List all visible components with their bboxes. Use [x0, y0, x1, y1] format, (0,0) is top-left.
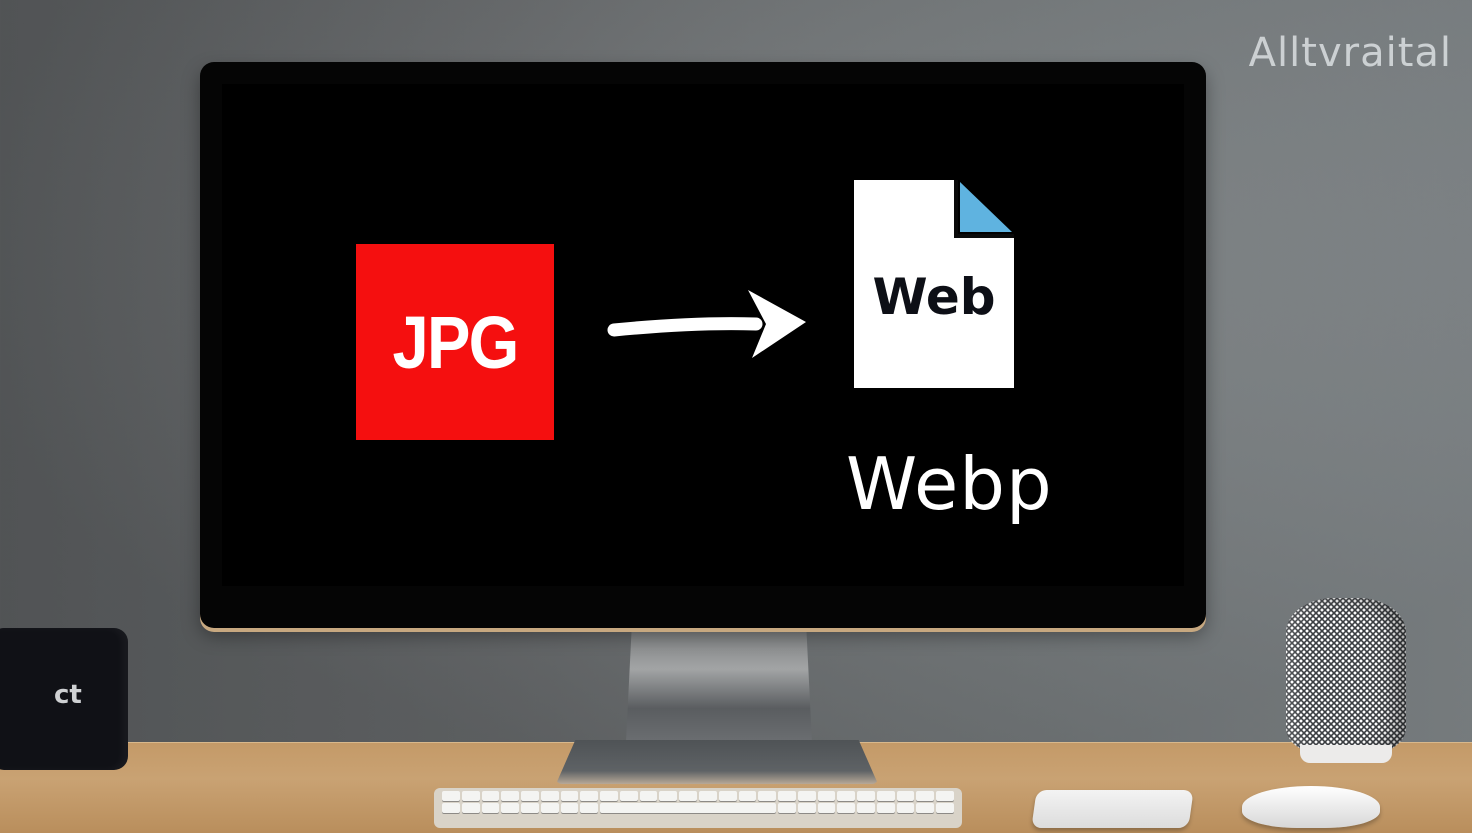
- key[interactable]: [521, 803, 539, 813]
- jpg-label: JPG: [392, 300, 519, 384]
- key[interactable]: [540, 791, 559, 801]
- key[interactable]: [580, 791, 599, 801]
- key[interactable]: [540, 803, 559, 813]
- key[interactable]: [521, 791, 539, 801]
- key[interactable]: [560, 791, 579, 801]
- key[interactable]: [936, 791, 954, 801]
- monitor-stand-neck: [626, 630, 812, 742]
- key[interactable]: [501, 803, 520, 813]
- key[interactable]: [481, 803, 500, 813]
- smart-speaker: [1286, 598, 1406, 756]
- webp-caption: Webp: [846, 442, 1053, 526]
- key[interactable]: [916, 791, 935, 801]
- monitor-stand-base: [556, 740, 878, 784]
- spacebar[interactable]: [600, 803, 777, 813]
- key[interactable]: [501, 791, 520, 801]
- webp-document-icon: [854, 180, 1014, 388]
- key[interactable]: [936, 803, 954, 813]
- keyboard[interactable]: [434, 788, 962, 828]
- box-logo: ct: [54, 680, 82, 710]
- key[interactable]: [758, 791, 777, 801]
- key[interactable]: [876, 803, 895, 813]
- mouse[interactable]: [1242, 786, 1380, 828]
- key[interactable]: [718, 791, 737, 801]
- document-icon-label: Web: [872, 268, 996, 326]
- key[interactable]: [600, 791, 618, 801]
- key[interactable]: [876, 791, 895, 801]
- arrow-right-icon: [607, 290, 806, 358]
- key[interactable]: [580, 803, 599, 813]
- key[interactable]: [778, 803, 796, 813]
- key[interactable]: [560, 803, 579, 813]
- jpg-file-icon: JPG: [356, 244, 554, 440]
- key[interactable]: [896, 803, 915, 813]
- key[interactable]: [481, 791, 500, 801]
- key[interactable]: [817, 791, 836, 801]
- key[interactable]: [837, 791, 856, 801]
- key[interactable]: [619, 791, 638, 801]
- key[interactable]: [679, 791, 697, 801]
- key[interactable]: [442, 791, 460, 801]
- trackpad[interactable]: [1031, 790, 1194, 828]
- watermark-logo: Alltvraital: [1248, 30, 1452, 76]
- key[interactable]: [817, 803, 836, 813]
- key[interactable]: [461, 803, 480, 813]
- key[interactable]: [857, 791, 875, 801]
- key[interactable]: [778, 791, 796, 801]
- key[interactable]: [461, 791, 480, 801]
- key[interactable]: [442, 803, 460, 813]
- key[interactable]: [896, 791, 915, 801]
- black-box-device: [0, 628, 128, 770]
- key[interactable]: [698, 791, 717, 801]
- key[interactable]: [659, 791, 678, 801]
- key[interactable]: [639, 791, 658, 801]
- speaker-base: [1300, 745, 1392, 763]
- key[interactable]: [857, 803, 875, 813]
- key[interactable]: [837, 803, 856, 813]
- key[interactable]: [797, 803, 816, 813]
- key[interactable]: [797, 791, 816, 801]
- key[interactable]: [738, 791, 757, 801]
- key[interactable]: [916, 803, 935, 813]
